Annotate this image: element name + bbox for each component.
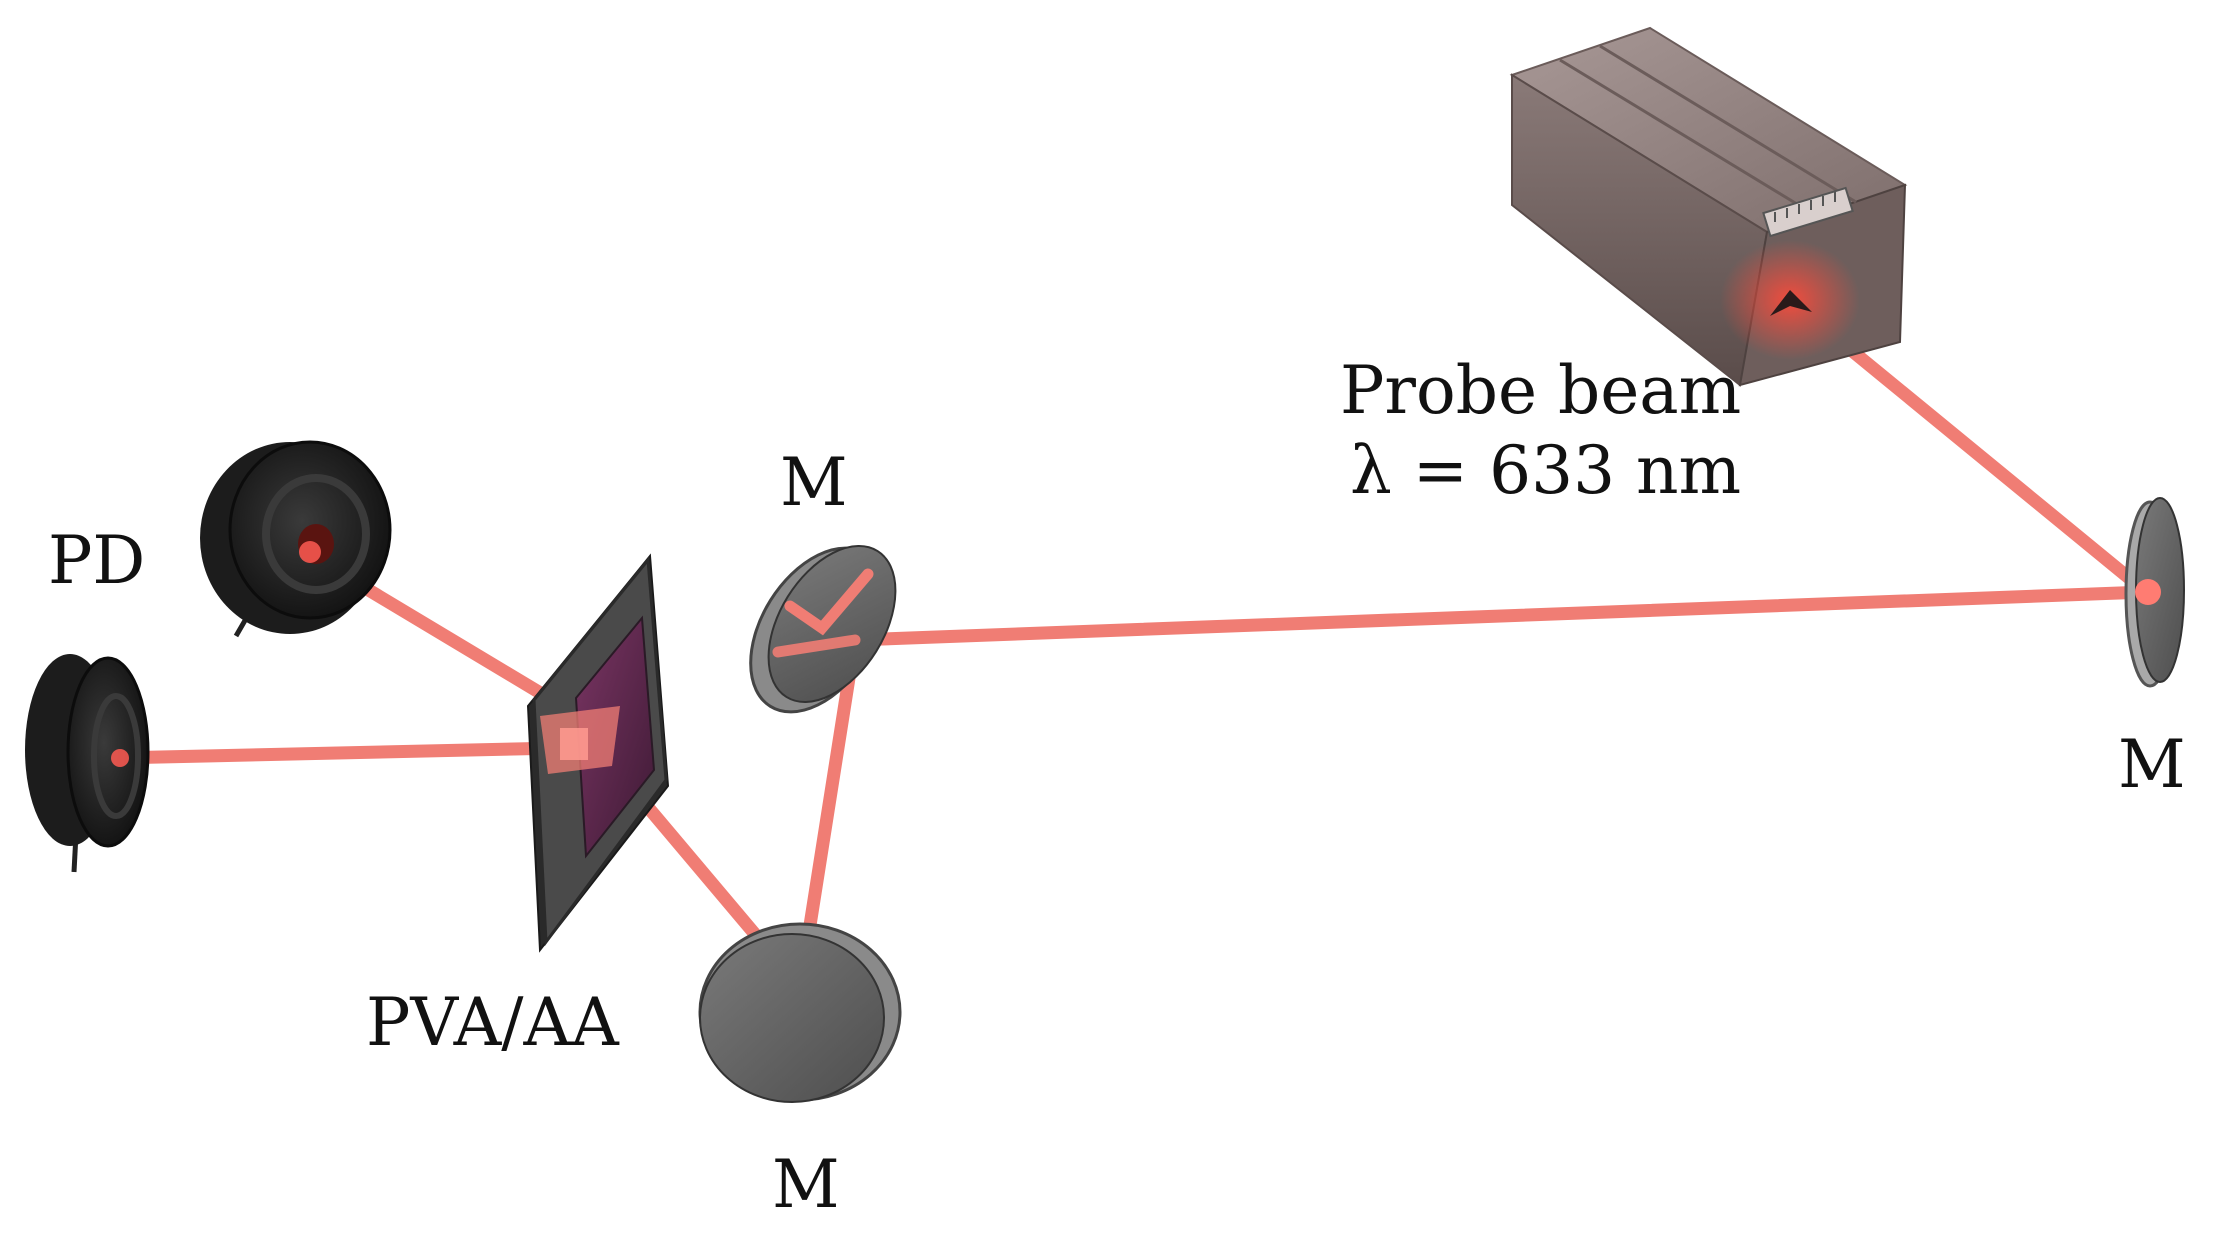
mirror-bottom (698, 922, 902, 1103)
laser-groove (1559, 58, 1816, 217)
beam-mirror-right-to-mirror-top (848, 585, 2153, 647)
beam-mirror-top-to-mirror-bottom (801, 633, 862, 945)
laser-groove (1599, 44, 1857, 204)
beam-sample-to-detector-lower (111, 741, 567, 765)
mirror-right-spot (2135, 579, 2161, 605)
mirror-right-label: M (2118, 726, 2186, 803)
photodetector-lower-spot (111, 749, 129, 767)
laser-aperture (1770, 290, 1812, 316)
mirror-top-label: M (780, 444, 848, 521)
photodetector-upper-spot (299, 541, 321, 563)
photodetector-lower (25, 654, 150, 873)
source-name-label: Probe beam (1340, 352, 1742, 429)
laser-connector (1762, 186, 1854, 238)
laser-source (1509, 26, 1908, 387)
laser-connector-pins (1774, 192, 1836, 222)
photodetector-upper-ring (262, 474, 370, 594)
photodetector-lower-ring (91, 693, 141, 819)
mirror-top-reflection (784, 568, 874, 636)
sample-label: PVA/AA (366, 984, 619, 1061)
wavelength-label: λ = 633 nm (1350, 432, 1742, 509)
pva-aa-sample (526, 553, 670, 953)
photodetector-label: PD (48, 522, 146, 599)
mirror-top-beam-trace (772, 634, 861, 658)
mirror-top (749, 545, 897, 714)
mirror-right (2124, 497, 2185, 688)
mirror-bottom-label: M (772, 1146, 840, 1223)
mirror-bottom-face (699, 933, 885, 1103)
photodetector-upper (200, 440, 392, 638)
beam-path (111, 293, 2153, 959)
sample-beam-core (560, 728, 588, 760)
